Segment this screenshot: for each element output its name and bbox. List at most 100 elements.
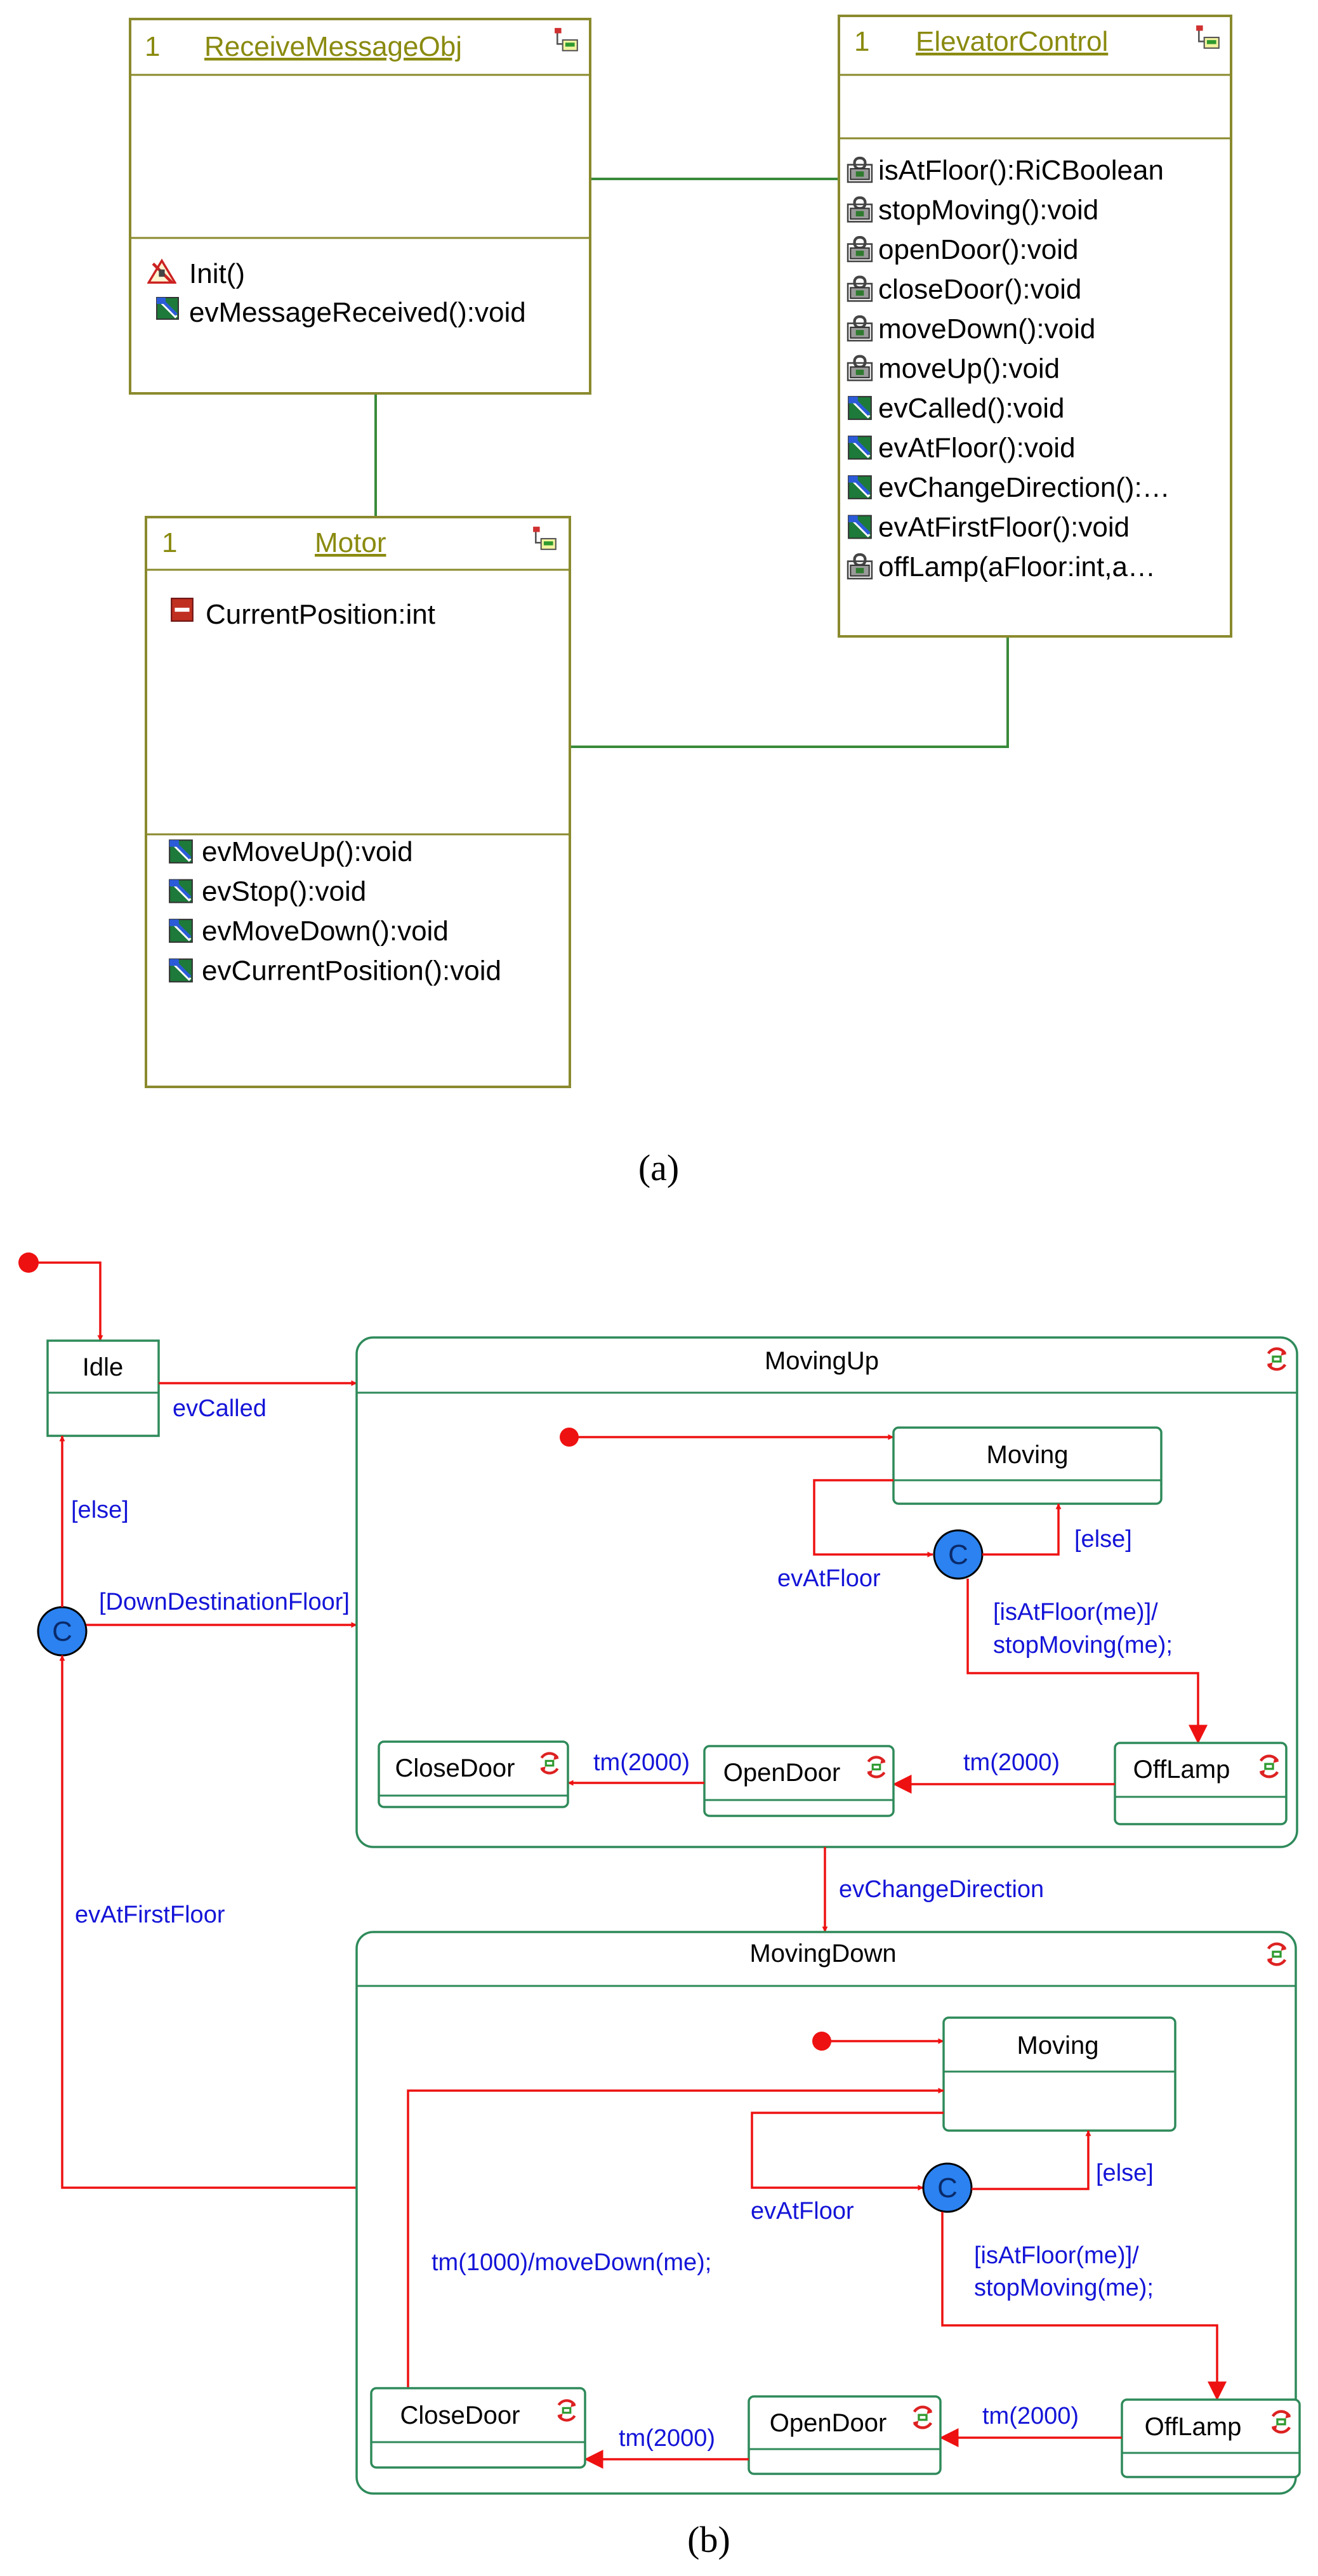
state-down-opendoor[interactable]: OpenDoor [748,2395,942,2475]
operation-list: evMoveUp():void evStop():void evMoveDown()… [169,836,501,987]
event-operation-icon [169,840,192,863]
statechart: Idle evCalled C [else] [DownDestinationF… [18,1252,1301,2560]
transition-label-up-guard-1: [isAtFloor(me)]/ [993,1599,1158,1626]
association-motor-elevator [570,634,1009,748]
state-name: OffLamp [1145,2413,1242,2441]
operation-label: evCalled():void [878,393,1064,424]
operation-row: moveDown():void [848,313,1095,345]
transition-label-up-tm-offlamp: tm(2000) [963,1749,1060,1776]
transition-initial-idle [29,1261,103,1341]
transition-label-evchangedirection: evChangeDirection [839,1876,1044,1903]
event-operation-icon [848,397,871,419]
state-box [942,2016,1176,2132]
operation-label: evMessageReceived():void [189,297,526,328]
state-name: Moving [987,1441,1069,1469]
class-elevator-control[interactable]: 1 ElevatorControl isAtFloor():RiCBoolean… [838,15,1232,638]
state-up-offlamp[interactable]: OffLamp [1114,1742,1288,1825]
state-box [748,2395,942,2475]
state-moving-up[interactable]: MovingUp Moving evAtFloor C [else] [isA [355,1336,1298,1848]
operation-label: evCurrentPosition():void [202,956,501,987]
event-operation-icon [169,959,192,982]
state-name: OpenDoor [770,2409,887,2437]
state-moving-down[interactable]: MovingDown Moving tm(1000)/moveDown(me);… [355,1931,1301,2495]
caption-b: (b) [687,2519,730,2560]
operation-label: stopMoving():void [878,195,1098,226]
transition-label-down-else: [else] [1096,2160,1154,2186]
operation-label: evMoveDown():void [202,916,449,947]
transition-down-evatfloor [751,2112,944,2191]
operation-label: evAtFloor():void [878,433,1076,464]
caption-a: (a) [638,1147,679,1188]
operation-label: evMoveUp():void [202,836,413,867]
operation-row: stopMoving():void [848,195,1098,226]
transition-up-guard [966,1579,1208,1744]
class-motor[interactable]: 1 Motor CurrentPosition:int evMoveUp():v… [145,516,571,1088]
state-name: Idle [82,1353,124,1381]
state-up-moving[interactable]: Moving [892,1426,1163,1505]
operation-label: isAtFloor():RiCBoolean [878,155,1164,186]
event-operation-icon [848,516,871,539]
condition-connector-label: C [52,1616,72,1647]
state-name: Moving [1017,2032,1099,2060]
class-box [838,15,1232,638]
operation-row: evCurrentPosition():void [169,956,501,987]
operation-row: Init() [148,258,245,289]
condition-connector-label: C [948,1539,968,1570]
state-down-closedoor[interactable]: CloseDoor [370,2387,586,2469]
transition-label-down-tm-closedoor: tm(1000)/moveDown(me); [432,2249,711,2276]
class-name: ReceiveMessageObj [204,31,462,62]
state-name: MovingDown [749,1940,896,1968]
operation-label: evChangeDirection():… [878,472,1170,503]
operation-row: evCalled():void [848,393,1064,424]
operation-label: moveUp():void [878,353,1060,384]
event-operation-icon [848,476,871,499]
attribute-row: CurrentPosition:int [171,598,435,630]
state-name: OpenDoor [723,1759,841,1787]
operation-row: evAtFloor():void [848,433,1076,464]
transition-label-up-guard-2: stopMoving(me); [993,1632,1173,1659]
operation-label: offLamp(aFloor:int,a… [878,551,1156,582]
operation-row: openDoor():void [848,234,1079,265]
state-up-closedoor[interactable]: CloseDoor [378,1740,569,1808]
operation-row: closeDoor():void [848,274,1081,305]
operation-row: evChangeDirection():… [848,472,1170,503]
state-box [703,1745,895,1817]
class-diagram: 1 ReceiveMessageObj Init() evMessageRece… [129,15,1232,1188]
attribute-label: CurrentPosition:int [206,599,435,630]
transition-label-down-tm-opendoor: tm(2000) [619,2425,715,2452]
operation-label: evAtFirstFloor():void [878,512,1130,543]
condition-connector-down[interactable] [922,2162,973,2213]
state-down-offlamp[interactable]: OffLamp [1121,2398,1301,2478]
transition-label-down-tm-offlamp: tm(2000) [982,2403,1079,2429]
state-down-moving[interactable]: Moving [942,2016,1176,2132]
transition-label-down-guard-1: [isAtFloor(me)]/ [974,2242,1139,2269]
event-operation-icon [169,919,192,942]
state-idle[interactable]: Idle [46,1339,160,1437]
operation-row: evMessageReceived():void [157,297,526,328]
operation-row: evAtFirstFloor():void [848,512,1130,543]
state-name: MovingUp [765,1347,879,1375]
transition-down-else [972,2130,1091,2190]
transition-down-tm-closedoor [407,2087,944,2388]
class-name: ElevatorControl [916,26,1108,57]
transition-label-evcalled: evCalled [173,1395,267,1422]
class-box [129,18,591,395]
transition-label-evatfirstfloor: evAtFirstFloor [75,1902,225,1928]
state-name: CloseDoor [400,2402,520,2429]
operation-row: evStop():void [169,876,366,907]
transition-label-up-tm-opendoor: tm(2000) [593,1749,690,1776]
event-operation-icon [169,880,192,903]
state-box [46,1339,160,1437]
state-box [892,1426,1163,1505]
attribute-icon [171,598,194,622]
transition-label-up-else: [else] [1074,1526,1132,1553]
state-box [378,1740,569,1808]
operation-row: evMoveDown():void [169,916,449,947]
class-receive-message-obj[interactable]: 1 ReceiveMessageObj Init() evMessageRece… [129,18,591,395]
state-up-opendoor[interactable]: OpenDoor [703,1745,895,1817]
class-multiplicity: 1 [162,527,177,558]
state-box [370,2387,586,2469]
condition-connector-label: C [937,2172,958,2204]
operation-row: evMoveUp():void [169,836,413,867]
